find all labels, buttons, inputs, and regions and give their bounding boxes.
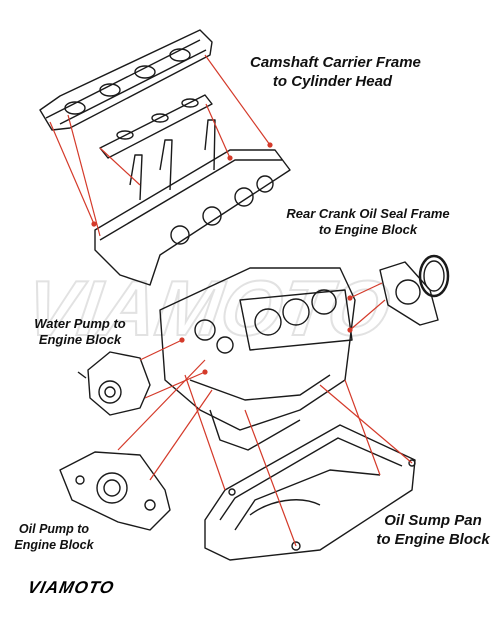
label-line: Water Pump to <box>34 316 126 331</box>
label-line: Camshaft Carrier Frame <box>250 54 421 71</box>
oil-pump <box>59 451 171 531</box>
label-oil-pump: Oil Pump to Engine Block <box>4 522 104 553</box>
label-camshaft-carrier: Camshaft Carrier Frame to Cylinder Head <box>250 54 421 92</box>
rear-crank-oil-seal-frame <box>379 254 450 326</box>
label-line: to Cylinder Head <box>272 72 393 90</box>
water-pump <box>77 351 151 416</box>
engine-block <box>159 267 356 451</box>
camshaft-carrier-frame <box>39 29 213 159</box>
label-line: to Engine Block <box>376 530 490 548</box>
oil-sump-pan <box>204 424 416 561</box>
label-oil-sump-pan: Oil Sump Pan to Engine Block <box>372 512 494 550</box>
label-water-pump: Water Pump to Engine Block <box>22 316 138 349</box>
label-line: Rear Crank Oil Seal Frame <box>286 206 450 221</box>
label-line: Oil Pump to <box>18 522 90 536</box>
cylinder-head <box>94 119 291 286</box>
label-line: to Engine Block <box>318 222 418 238</box>
logo-text: VIAMOTO <box>26 578 117 597</box>
label-line: Oil Sump Pan <box>384 512 482 529</box>
label-line: Engine Block <box>14 537 94 552</box>
label-rear-crank-seal: Rear Crank Oil Seal Frame to Engine Bloc… <box>286 206 450 239</box>
leader-lines <box>49 54 413 547</box>
label-line: Engine Block <box>38 332 122 348</box>
viamoto-logo: VIAMOTO <box>26 578 116 598</box>
